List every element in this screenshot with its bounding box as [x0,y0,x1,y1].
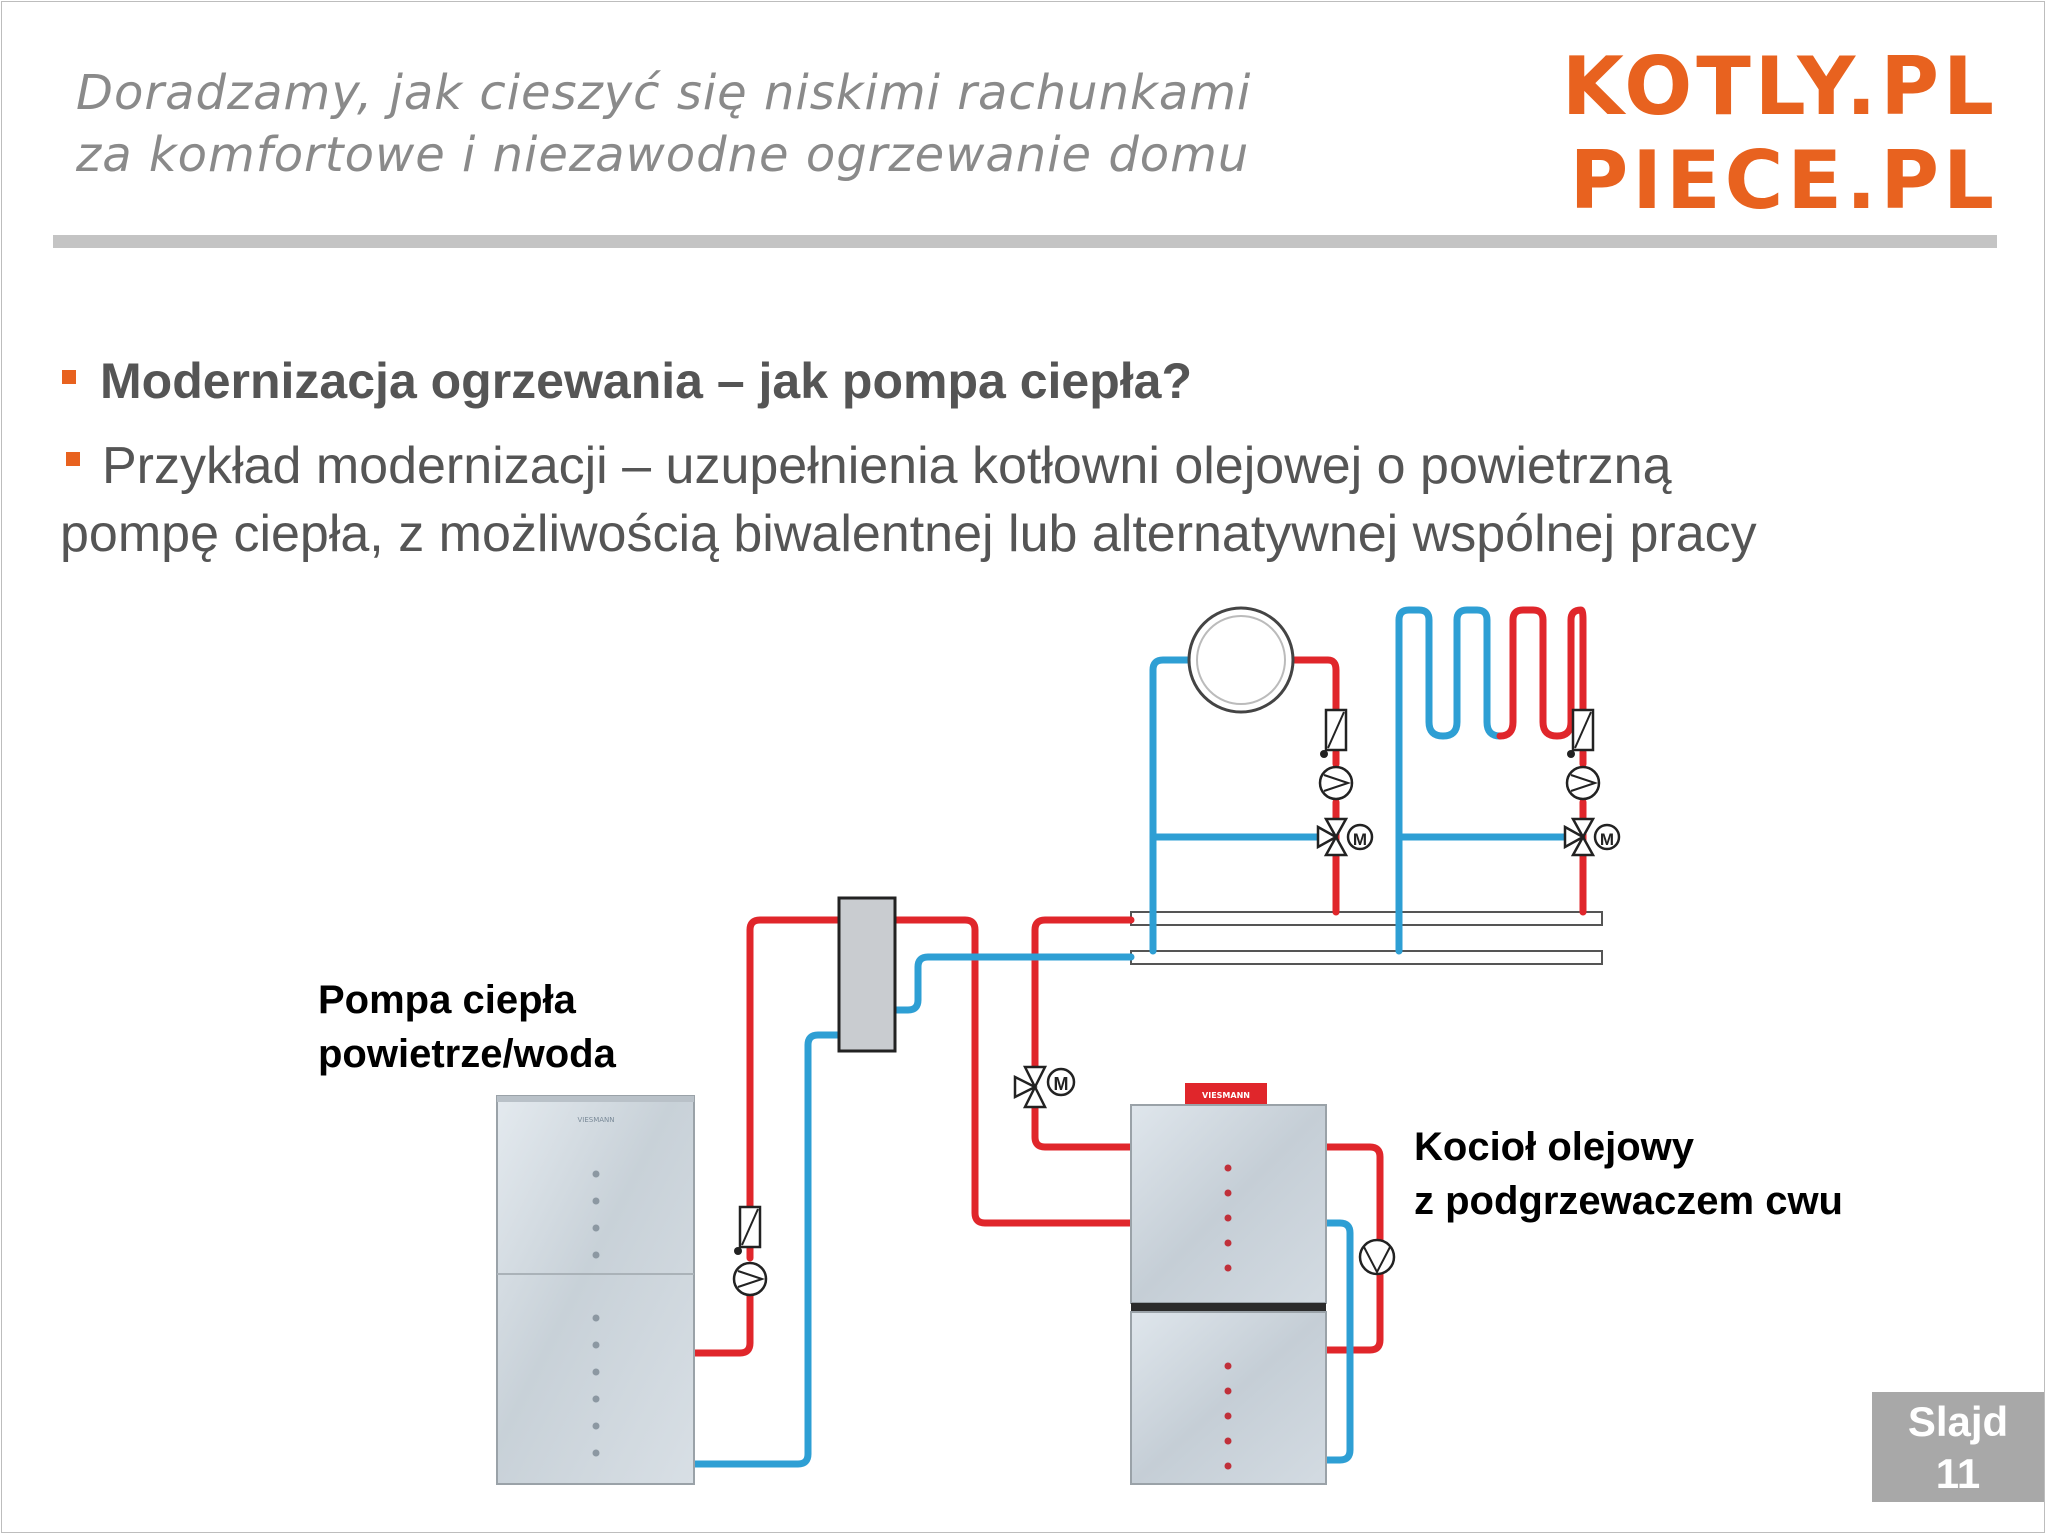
underfloor-circuit [1395,606,1587,955]
heat-pump-label-line-1: Pompa ciepła [318,978,576,1022]
radiator-icon [1187,606,1295,714]
slide-number-badge: Slajd 11 [1872,1392,2044,1502]
boiler-mixing-valve: M [1013,1065,1076,1109]
slide-label: Slajd [1907,1398,2009,1445]
radiator-circuit [1149,656,1340,955]
heat-pump-controls [732,1205,768,1297]
upper-right-controls: M [1563,708,1621,857]
tagline-line-2: za komfortowe i niezawodne ogrzewanie do… [76,127,1250,183]
main-piping [690,916,1384,1468]
bullet-square-icon [62,370,76,384]
bullet-description-line-1: Przykład modernizacji – uzupełnienia kot… [102,437,1672,495]
oil-boiler-label: Kocioł olejowy z podgrzewaczem cwu [1414,1120,1843,1228]
slide-number: 11 [1935,1450,1981,1497]
bullet-heading: Modernizacja ogrzewania – jak pompa ciep… [62,352,1192,410]
tagline: Doradzamy, jak cieszyć się niskimi rachu… [76,62,1251,186]
svg-text:M: M [1600,830,1614,849]
tagline-line-1: Doradzamy, jak cieszyć się niskimi rachu… [76,65,1252,121]
oil-boiler-label-line-1: Kocioł olejowy [1414,1125,1695,1169]
header-divider [53,235,1997,248]
brand-line-1: KOTLY.PL [1561,40,1998,133]
bullet-square-icon [66,452,80,466]
boiler-loop-pump [1358,1238,1396,1276]
svg-text:VIESMANN: VIESMANN [1202,1091,1250,1100]
bullet-description-line-2: pompę ciepła, z możliwością biwalentnej … [60,505,1757,563]
upper-left-controls: M [1316,708,1374,857]
oil-boiler-unit: VIESMANN [1130,1083,1327,1485]
heat-pump-unit: VIESMANN [496,1095,695,1485]
bullet-heading-text: Modernizacja ogrzewania – jak pompa ciep… [100,353,1192,409]
svg-text:M: M [1054,1074,1069,1094]
heat-pump-label: Pompa ciepła powietrze/woda [318,973,616,1081]
return-manifold [1130,950,1603,965]
svg-text:M: M [1353,830,1367,849]
oil-boiler-label-line-2: z podgrzewaczem cwu [1414,1179,1843,1223]
brand-line-2: PIECE.PL [1569,134,1998,227]
svg-text:VIESMANN: VIESMANN [577,1116,614,1124]
bullet-description: Przykład modernizacji – uzupełnienia kot… [60,432,2020,568]
heat-pump-label-line-2: powietrze/woda [318,1032,616,1076]
supply-manifold [1130,911,1603,926]
brand-logo: KOTLY.PL PIECE.PL [1562,40,1998,228]
buffer-tank [837,896,897,1053]
